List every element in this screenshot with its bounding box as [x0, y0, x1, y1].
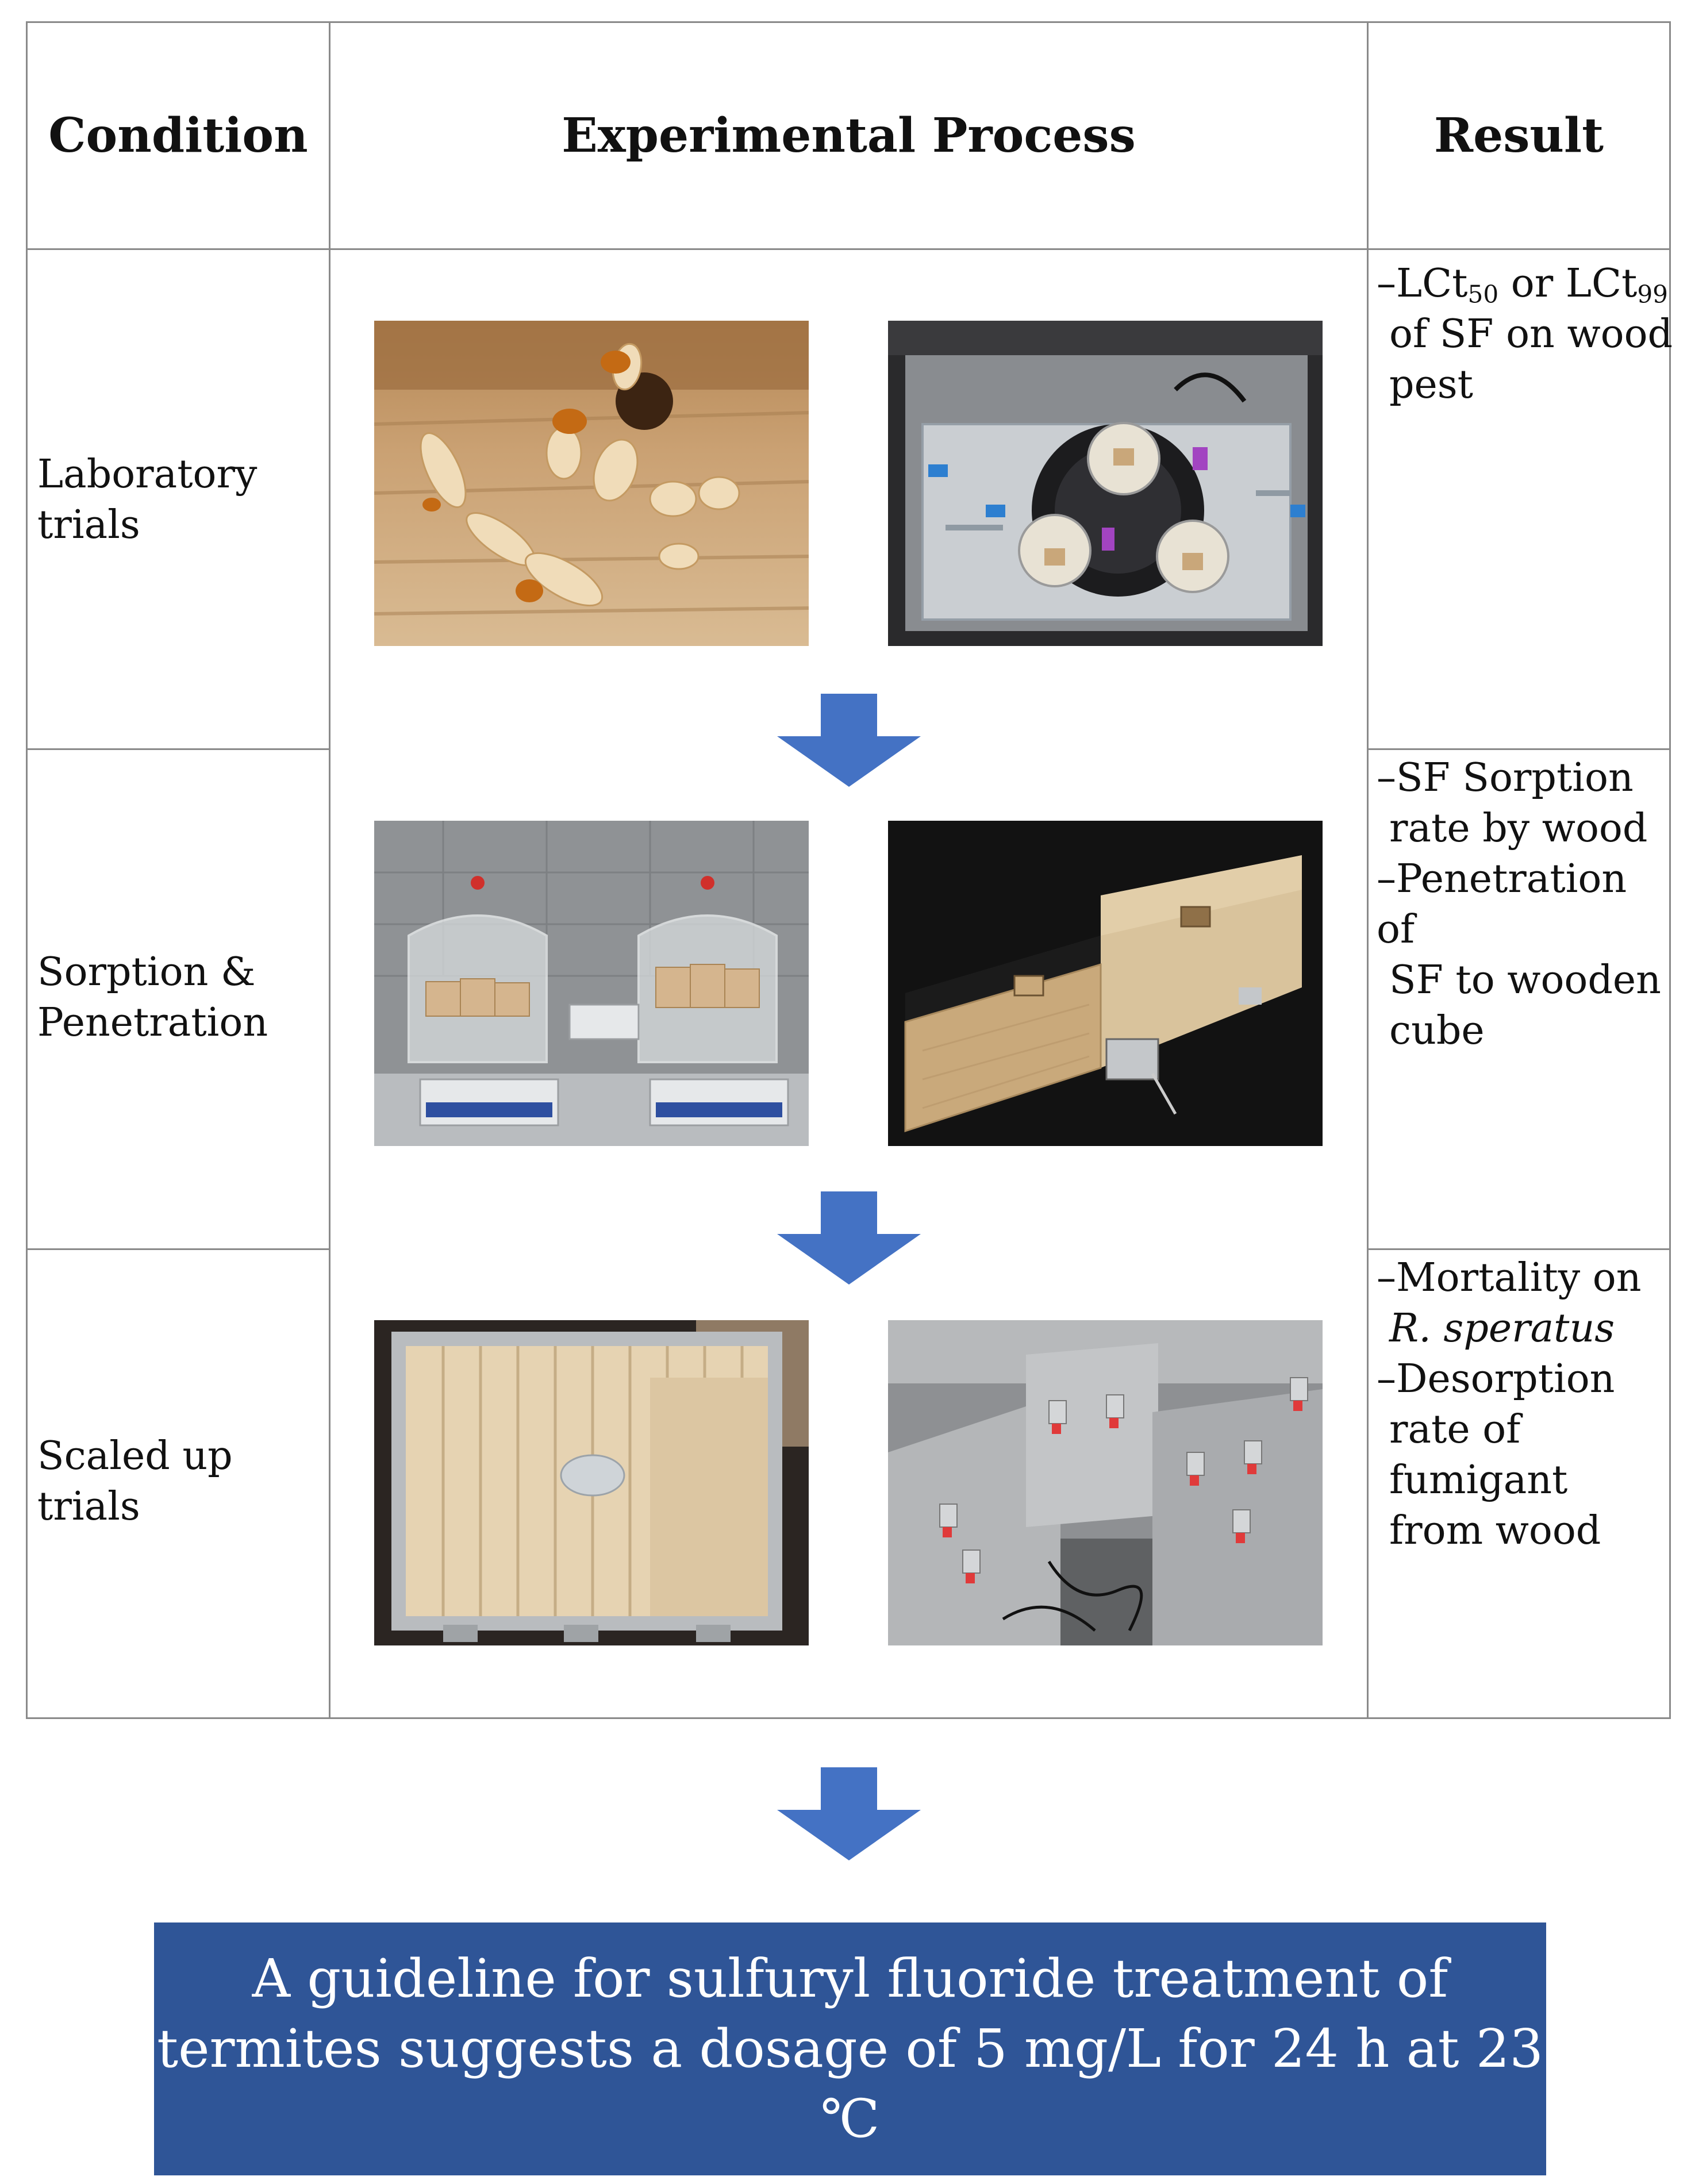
result-line: SF to wooden — [1389, 958, 1661, 1003]
result-line: rate by wood — [1389, 806, 1648, 851]
result-line: –SF Sorption — [1377, 755, 1634, 801]
condition-line: Penetration — [37, 1000, 268, 1045]
column-divider-1 — [329, 21, 330, 1719]
result-line: –LCt50 or LCt99 — [1377, 259, 1675, 309]
desiccator-photo — [374, 821, 809, 1146]
table-border-left — [26, 21, 28, 1719]
result-line: pest — [1389, 362, 1473, 407]
condition-laboratory-trials: Laboratory trials — [37, 449, 257, 551]
condition-line: Laboratory — [37, 452, 258, 497]
condition-sorption-penetration: Sorption & Penetration — [37, 947, 268, 1048]
condition-line: trials — [37, 1484, 140, 1529]
down-arrow-icon — [777, 694, 921, 787]
header-condition: Condition — [48, 108, 308, 163]
result-laboratory-trials: –LCt50 or LCt99 of SF on wood pest — [1377, 259, 1675, 410]
result-text: –LCt — [1377, 261, 1468, 306]
header-result: Result — [1433, 108, 1604, 163]
result-scaled-up-trials: –Mortality on R. speratus –Desorption ra… — [1377, 1253, 1675, 1556]
result-line: –Mortality on — [1377, 1255, 1642, 1301]
header-experimental-process: Experimental Process — [562, 108, 1136, 163]
wooden-cube-photo — [888, 821, 1323, 1146]
down-arrow-icon — [777, 1191, 921, 1285]
termites-photo — [374, 321, 809, 646]
result-line: cube — [1389, 1008, 1485, 1053]
conclusion-banner: A guideline for sulfuryl fluoride treatm… — [154, 1922, 1546, 2175]
conclusion-line: termites suggests a dosage of 5 mg/L for… — [157, 2018, 1543, 2150]
conclusion-line: A guideline for sulfuryl fluoride treatm… — [252, 1948, 1448, 2009]
result-sorption-penetration: –SF Sorption rate by wood –Penetration o… — [1377, 753, 1675, 1056]
row-divider-result-1 — [1367, 748, 1671, 750]
row-divider-result-2 — [1367, 1248, 1671, 1250]
header-divider — [26, 248, 1671, 250]
row-divider-condition-2 — [26, 1248, 330, 1250]
condition-line: Scaled up — [37, 1433, 233, 1479]
fumigation-chamber-photo — [888, 321, 1323, 646]
column-divider-2 — [1367, 21, 1369, 1719]
result-line: R. speratus — [1389, 1306, 1615, 1351]
wood-boards-photo — [374, 1320, 809, 1645]
result-text: or LCt — [1498, 261, 1638, 306]
result-line: rate of — [1389, 1407, 1521, 1452]
condition-line: Sorption & — [37, 949, 256, 995]
result-subscript: 50 — [1467, 280, 1499, 309]
steel-chambers-photo — [888, 1320, 1323, 1645]
result-line: –Penetration of — [1377, 856, 1627, 952]
table-border-top — [26, 21, 1671, 23]
result-line: from wood — [1389, 1508, 1601, 1554]
table-border-right — [1669, 21, 1671, 1719]
condition-scaled-up-trials: Scaled up trials — [37, 1431, 233, 1532]
condition-line: trials — [37, 502, 140, 548]
down-arrow-icon — [777, 1767, 921, 1860]
result-line: –Desorption — [1377, 1356, 1615, 1402]
result-line: of SF on wood — [1389, 312, 1673, 357]
table-border-bottom — [26, 1717, 1671, 1719]
row-divider-condition-1 — [26, 748, 330, 750]
result-line: fumigant — [1389, 1458, 1568, 1503]
result-subscript: 99 — [1637, 280, 1669, 309]
